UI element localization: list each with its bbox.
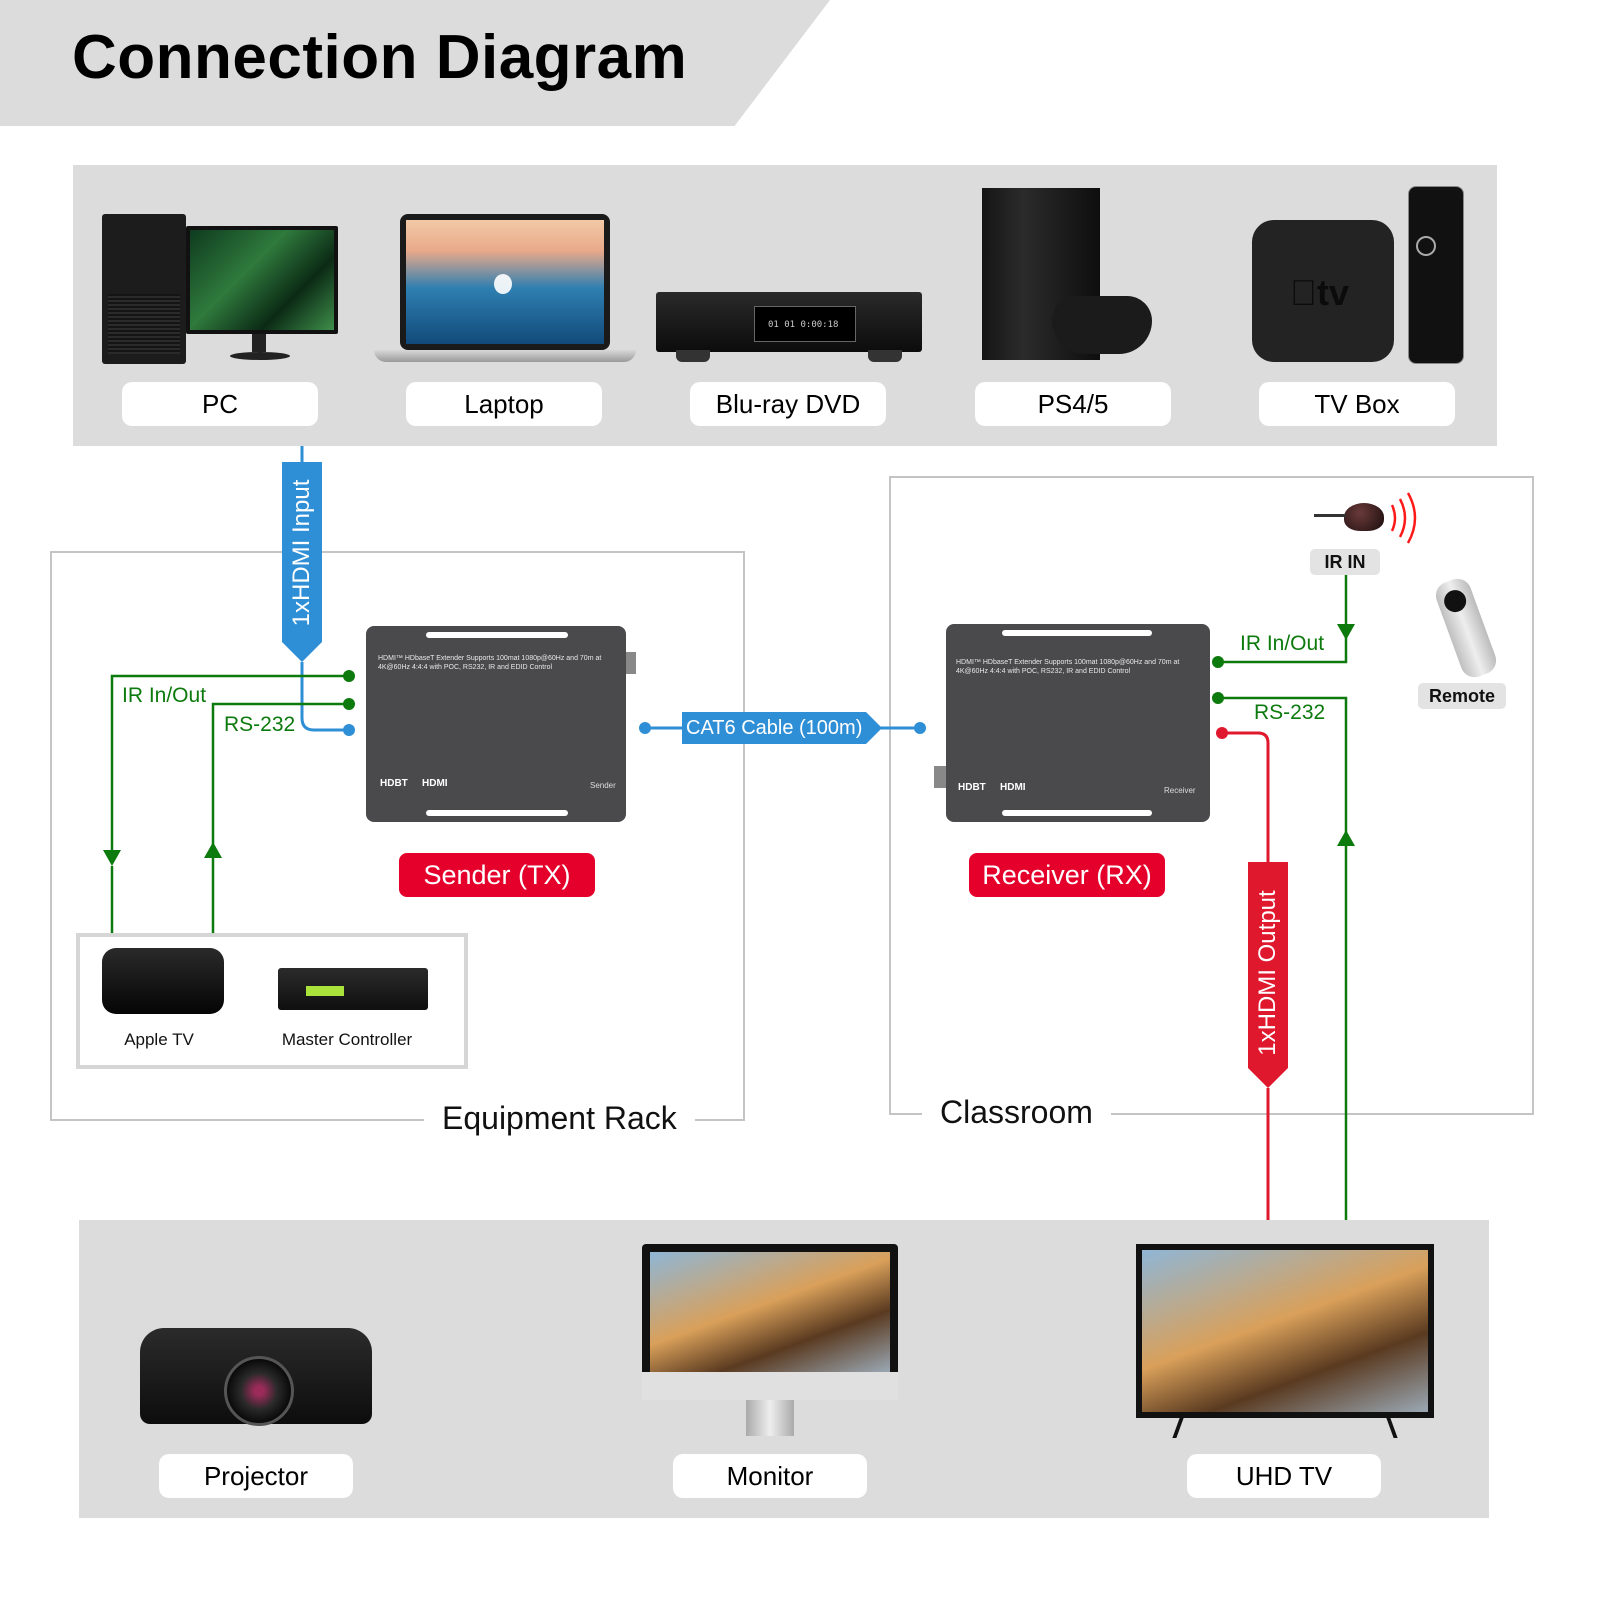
sender-name: Sender: [590, 781, 616, 790]
sender-device: HDMI™ HDbaseT Extender Supports 100mat 1…: [366, 626, 626, 822]
laptop-icon: [374, 214, 636, 366]
receiver-device: HDMI™ HDbaseT Extender Supports 100mat 1…: [946, 624, 1210, 822]
remote-tag: Remote: [1418, 683, 1506, 709]
page-title: Connection Diagram: [72, 23, 688, 92]
hdmi-output-tag-shape: [1248, 862, 1288, 1088]
sender-hdbt-logo: HDBT: [380, 778, 408, 789]
classroom-frame: [889, 476, 1534, 1115]
game-console-icon: [982, 188, 1164, 366]
projector-icon: [140, 1328, 372, 1432]
ir-left-label: IR In/Out: [122, 684, 207, 707]
receiver-ir-jack: [934, 766, 946, 788]
monitor-icon: [642, 1244, 898, 1440]
rs232-right-arrow: [1337, 830, 1355, 846]
ir-wave-icon: [1390, 492, 1417, 544]
sender-device-text: HDMI™ HDbaseT Extender Supports 100mat 1…: [378, 655, 602, 671]
display-label-projector: Projector: [159, 1454, 353, 1498]
tv-box-icon: tv: [1252, 186, 1466, 364]
receiver-device-text: HDMI™ HDbaseT Extender Supports 100mat 1…: [956, 659, 1180, 675]
source-label-pc: PC: [122, 382, 318, 426]
ir-receiver-icon: [1344, 503, 1384, 531]
display-label-uhd-tv: UHD TV: [1187, 1454, 1381, 1498]
apple-tv-icon: [102, 948, 224, 1014]
ir-left-arrow: [103, 850, 121, 866]
title-band: [0, 0, 830, 126]
master-controller-icon: [278, 968, 428, 1010]
source-label-ps: PS4/5: [975, 382, 1171, 426]
apple-tv-label: Apple TV: [124, 1030, 194, 1049]
hdmi-input-line-to-sender: [300, 662, 349, 732]
sender-hdmi-logo: HDMI: [422, 778, 448, 789]
rs232-right-label: RS-232: [1254, 701, 1326, 724]
rs232-left-arrow: [204, 842, 222, 858]
rs232-left-line: [211, 702, 349, 933]
ir-left-port: [343, 670, 355, 682]
display-label-monitor: Monitor: [673, 1454, 867, 1498]
receiver-name: Receiver: [1164, 786, 1196, 795]
ir-right-port: [1212, 656, 1224, 668]
rs232-right-port: [1212, 692, 1224, 704]
ir-right-line: [1218, 572, 1348, 664]
receiver-label: Receiver (RX): [969, 853, 1165, 897]
hdmi-output-label: 1xHDMI Output: [1254, 890, 1281, 1056]
equipment-rack-frame: [50, 551, 745, 1121]
pc-icon: [102, 214, 342, 364]
hdmi-input-label: 1xHDMI Input: [288, 479, 315, 627]
receiver-hdmi-logo: HDMI: [1000, 782, 1026, 793]
rs232-left-label: RS-232: [224, 713, 296, 736]
equipment-rack-label: Equipment Rack: [424, 1098, 695, 1138]
ir-left-line: [110, 674, 349, 856]
classroom-label: Classroom: [922, 1092, 1111, 1132]
source-label-bluray: Blu-ray DVD: [690, 382, 886, 426]
master-controller-label: Master Controller: [281, 1030, 413, 1049]
uhd-tv-icon: [1136, 1244, 1434, 1440]
ir-in-tag: IR IN: [1310, 549, 1380, 575]
hdmi-input-port: [343, 724, 355, 736]
rs232-left-port: [343, 698, 355, 710]
cat6-tag-shape: [682, 712, 882, 744]
sender-label: Sender (TX): [399, 853, 595, 897]
receiver-hdbt-logo: HDBT: [958, 782, 986, 793]
ir-right-arrow: [1337, 624, 1355, 640]
hdmi-input-tag-shape: [282, 462, 322, 662]
cat6-label: CAT6 Cable (100m): [686, 717, 863, 739]
bluray-player-icon: 01 01 0:00:18: [656, 292, 922, 364]
hdmi-output-line: [1222, 731, 1270, 862]
ir-right-label: IR In/Out: [1240, 632, 1325, 655]
hdmi-output-port: [1216, 727, 1228, 739]
source-label-laptop: Laptop: [406, 382, 602, 426]
sender-ir-jack: [626, 652, 636, 674]
source-label-tvbox: TV Box: [1259, 382, 1455, 426]
rs232-right-line: [1218, 696, 1348, 1220]
